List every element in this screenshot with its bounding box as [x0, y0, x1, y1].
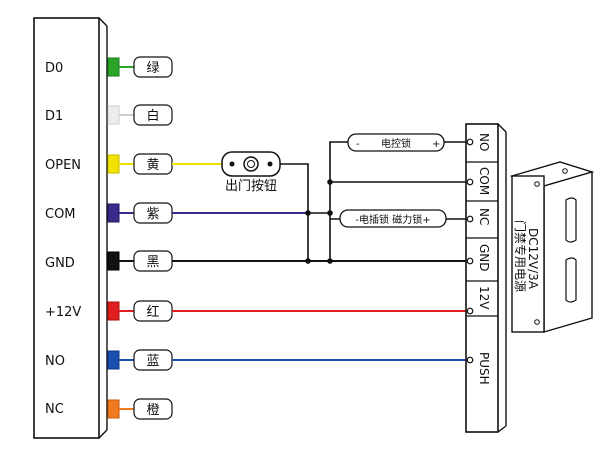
psu-terminal-strip — [465, 123, 507, 433]
wire-row-gnd: 黑 — [107, 250, 173, 272]
wire-lock-bus — [329, 141, 468, 261]
wire-color-label-purple: 紫 — [146, 207, 159, 222]
psu-terminal-push: PUSH — [477, 352, 491, 385]
bolt-magnetic-lock-component: -电插锁 磁力锁+ — [339, 209, 447, 228]
terminal-label-com: COM — [45, 207, 76, 222]
wire-row-nc: 橙 — [107, 398, 173, 420]
wire-color-label-orange: 橙 — [146, 403, 159, 418]
terminal-label-d0: D0 — [45, 61, 63, 76]
exit-button-component — [221, 151, 281, 177]
terminal-label-12v: +12V — [45, 305, 81, 320]
wire-color-label-red: 红 — [146, 304, 159, 320]
controller-board — [33, 17, 100, 439]
wire-row-d0: 绿 — [107, 56, 173, 78]
psu-terminal-nc: NC — [477, 208, 491, 225]
psu-rating: DC12V/3A — [526, 228, 540, 290]
exit-button-label: 出门按钮 — [225, 179, 277, 194]
psu-terminal-com: COM — [477, 167, 491, 195]
svg-text:-: - — [356, 139, 360, 150]
wire-color-label-black: 黑 — [146, 255, 159, 270]
power-supply-box — [509, 161, 595, 333]
wire-color-label-yellow: 黄 — [146, 158, 159, 173]
wire-color-label-blue: 蓝 — [146, 354, 159, 369]
terminal-label-nc: NC — [45, 402, 64, 417]
electric-lock-component: - 电控锁 + — [347, 133, 445, 152]
wire-row-d1: 白 — [107, 104, 173, 126]
svg-text:+: + — [432, 139, 440, 150]
psu-terminal-gnd: GND — [477, 244, 491, 272]
wire-color-label-white: 白 — [146, 108, 159, 124]
terminal-label-gnd: GND — [45, 256, 75, 271]
wire-color-label-green: 绿 — [146, 61, 159, 76]
controller-edge-strip — [98, 17, 108, 439]
terminal-label-no: NO — [45, 354, 65, 369]
wire-row-12v: 红 — [107, 300, 173, 322]
wire-exit-button-return — [280, 163, 309, 261]
psu-terminal-no: NO — [477, 133, 491, 151]
psu-terminal-12v: 12V — [477, 286, 491, 310]
wire-row-no: 蓝 — [107, 349, 173, 371]
terminal-label-open: OPEN — [45, 158, 81, 173]
bolt-magnetic-lock-label: -电插锁 磁力锁+ — [355, 213, 430, 226]
psu-name: 门禁专用电源 — [513, 220, 528, 292]
terminal-label-d1: D1 — [45, 109, 63, 124]
wire-row-com: 紫 — [107, 202, 173, 224]
wire-row-open: 黄 — [107, 153, 173, 175]
electric-lock-label: 电控锁 — [381, 137, 411, 150]
